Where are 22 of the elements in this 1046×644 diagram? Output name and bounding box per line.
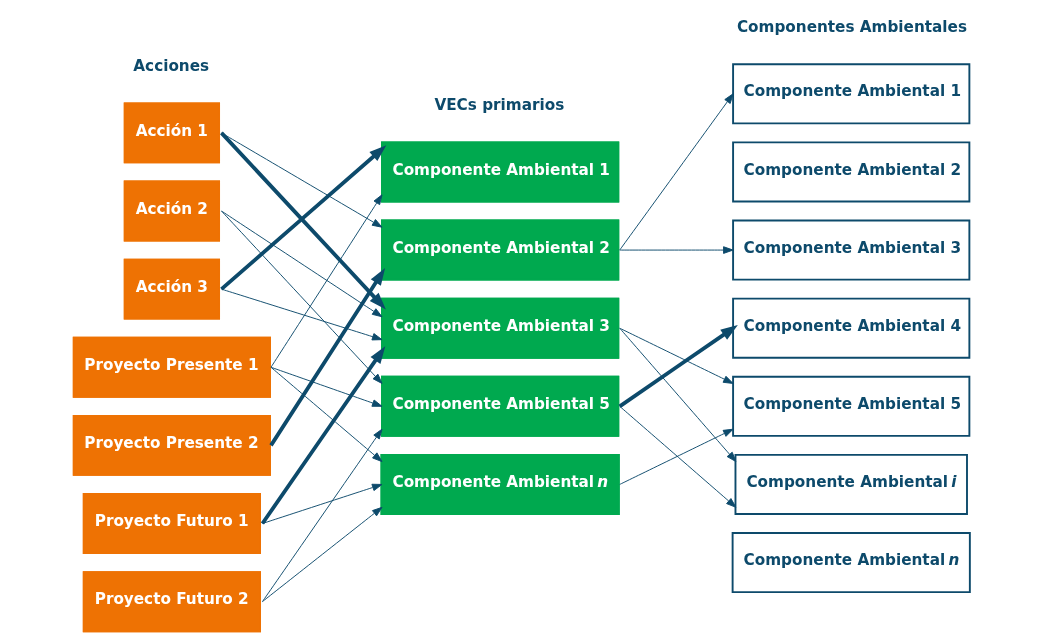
arrow (261, 428, 383, 603)
arrow (269, 268, 386, 447)
label: Acciones (133, 56, 210, 75)
arrow (619, 327, 734, 384)
label: Componentes Ambientales (736, 17, 967, 36)
arrow (220, 288, 383, 341)
arrow (270, 366, 383, 407)
arrow (619, 246, 734, 254)
arrow (270, 366, 383, 463)
label: VECs primarios (434, 95, 565, 114)
arrow (220, 131, 386, 310)
arrow (619, 428, 734, 485)
arrow (619, 327, 737, 463)
arrow (619, 405, 737, 508)
arrow (220, 145, 387, 291)
arrow (220, 210, 383, 384)
arrow (618, 324, 738, 408)
arrow (619, 93, 734, 251)
arrow (260, 346, 386, 525)
arrow (270, 194, 383, 368)
arrow (261, 483, 383, 524)
arrow (261, 506, 383, 603)
